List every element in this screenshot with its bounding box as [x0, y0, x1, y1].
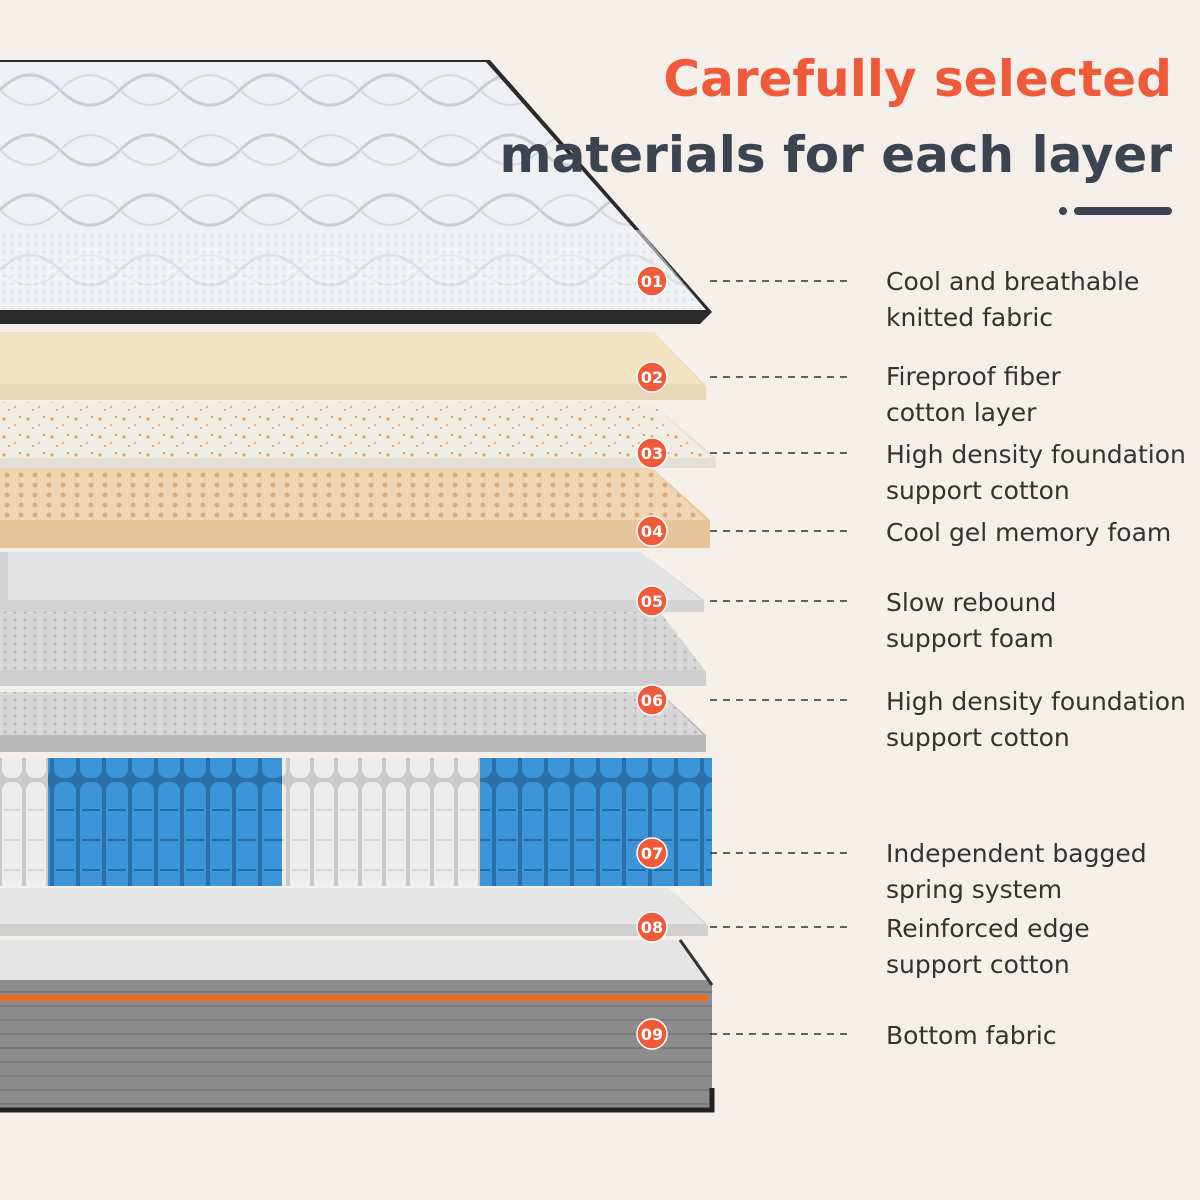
headline-line-1: Carefully selected — [663, 50, 1172, 108]
layer-marker-01: 01 — [636, 265, 668, 297]
layer-label-05: Slow rebound support foam — [886, 585, 1056, 657]
layer-label-01-line-1: Cool and breathable — [886, 267, 1140, 296]
layer-label-06-line-2: support cotton — [886, 723, 1070, 752]
layer-label-07: Independent bagged spring system — [886, 836, 1147, 908]
layer-label-02: Fireproof fiber cotton layer — [886, 359, 1061, 431]
layer-label-04-line-1: Cool gel memory foam — [886, 518, 1172, 547]
layer-marker-number-08: 08 — [641, 918, 663, 937]
accent-dot — [1059, 207, 1067, 215]
accent-bar — [1074, 207, 1172, 215]
layer-label-01: Cool and breathable knitted fabric — [886, 264, 1139, 336]
layer-label-02-line-1: Fireproof fiber — [886, 362, 1061, 391]
layer-label-07-line-1: Independent bagged — [886, 839, 1147, 868]
layer-label-05-line-2: support foam — [886, 624, 1054, 653]
layer-label-03: High density foundation support cotton — [886, 437, 1186, 509]
layer-07-springs-blue-left — [48, 758, 282, 886]
layer-label-08-line-1: Reinforced edge — [886, 914, 1090, 943]
layer-marker-number-07: 07 — [641, 844, 663, 863]
layer-label-09: Bottom fabric — [886, 1018, 1057, 1054]
layer-09-bottom-fabric — [0, 940, 712, 1110]
layer-marker-07: 07 — [636, 837, 668, 869]
layer-label-07-line-2: spring system — [886, 875, 1063, 904]
layer-marker-06: 06 — [636, 684, 668, 716]
layer-marker-02: 02 — [636, 361, 668, 393]
layer-marker-09: 09 — [636, 1018, 668, 1050]
layer-marker-03: 03 — [636, 437, 668, 469]
layer-marker-05: 05 — [636, 585, 668, 617]
layer-label-03-line-2: support cotton — [886, 476, 1070, 505]
headline-line-2: materials for each layer — [499, 126, 1172, 184]
layer-label-06-line-1: High density foundation — [886, 687, 1186, 716]
layer-label-08-line-2: support cotton — [886, 950, 1070, 979]
layer-marker-number-01: 01 — [641, 272, 663, 291]
layer-marker-number-02: 02 — [641, 368, 663, 387]
layer-label-09-line-1: Bottom fabric — [886, 1021, 1057, 1050]
layer-label-08: Reinforced edge support cotton — [886, 911, 1090, 983]
layer-label-02-line-2: cotton layer — [886, 398, 1037, 427]
layer-label-04: Cool gel memory foam — [886, 515, 1171, 551]
layer-marker-04: 04 — [636, 515, 668, 547]
layer-marker-number-04: 04 — [641, 522, 663, 541]
layer-09-top-surface — [0, 940, 708, 980]
layer-label-06: High density foundation support cotton — [886, 684, 1186, 756]
layer-07-springs-blue-right — [480, 758, 712, 886]
black-bottom-edge — [0, 1088, 715, 1113]
layer-marker-08: 08 — [636, 911, 668, 943]
layer-label-05-line-1: Slow rebound — [886, 588, 1057, 617]
layer-marker-number-06: 06 — [641, 691, 663, 710]
layer-marker-number-03: 03 — [641, 444, 663, 463]
layer-marker-number-09: 09 — [641, 1025, 663, 1044]
layer-label-01-line-2: knitted fabric — [886, 303, 1054, 332]
layer-marker-number-05: 05 — [641, 592, 663, 611]
layer-label-03-line-1: High density foundation — [886, 440, 1186, 469]
